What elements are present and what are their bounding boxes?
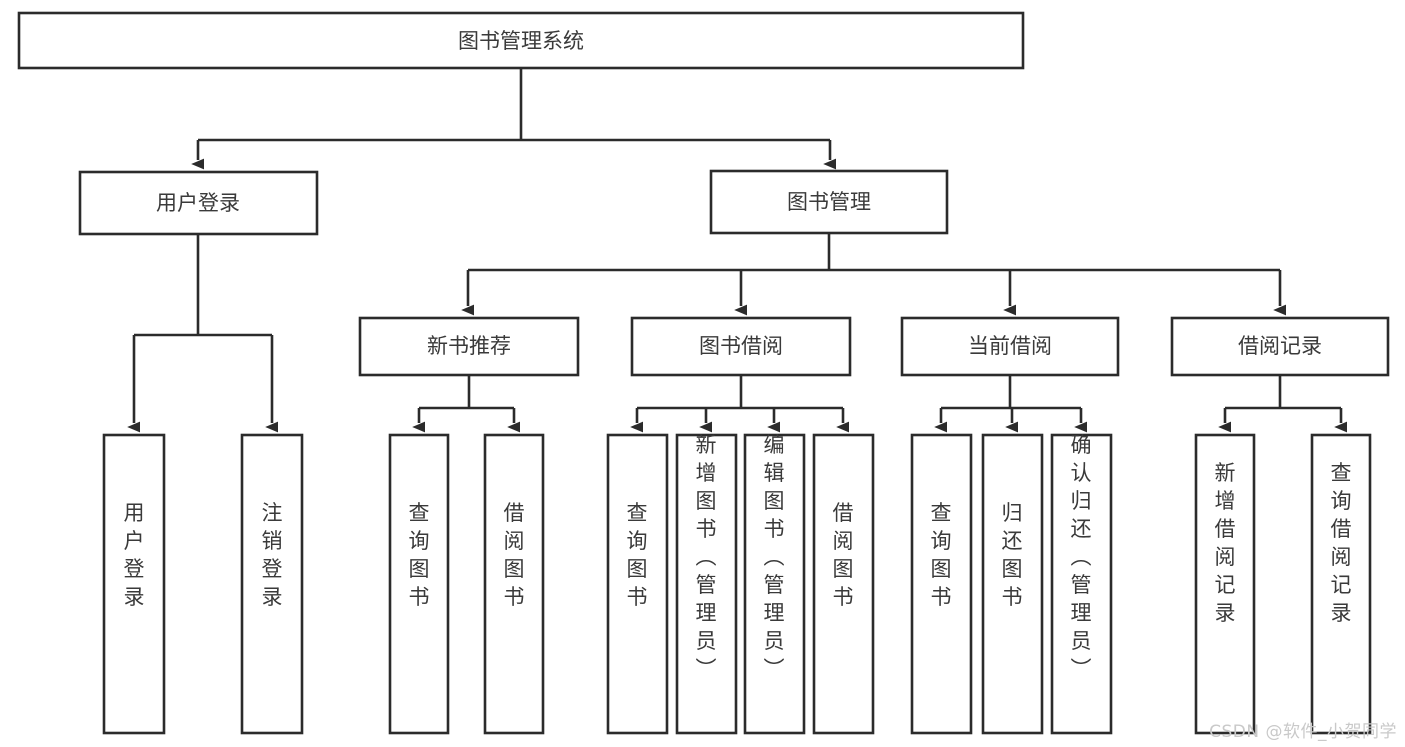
leaf-records-query-record[interactable]: 查询借阅记录 [1310, 433, 1372, 735]
leaf-recommend-borrow-book[interactable]: 借阅图书 [483, 433, 545, 735]
node-borrow-records[interactable]: 借阅记录 [1170, 316, 1390, 377]
leaf-current-query-book[interactable]: 查询图书 [910, 433, 973, 735]
node-root-label: 图书管理系统 [458, 29, 584, 53]
node-current-borrow[interactable]: 当前借阅 [900, 316, 1120, 377]
node-new-book-recommend-label: 新书推荐 [427, 334, 511, 358]
node-new-book-recommend[interactable]: 新书推荐 [358, 316, 580, 377]
leaf-logout-label: 注销登录 [262, 501, 283, 609]
node-book-borrow-label: 图书借阅 [699, 334, 783, 358]
leaf-current-confirm-return-label: 确认归还︵管理员︶ [1071, 433, 1092, 681]
leaf-recommend-borrow-book-label: 借阅图书 [504, 501, 525, 609]
node-new-book-recommend-box[interactable] [358, 316, 580, 377]
leaf-borrow-borrow-book-box[interactable] [812, 433, 875, 735]
leaf-user-login-box[interactable] [102, 433, 166, 735]
leaf-user-login[interactable]: 用户登录 [102, 433, 166, 735]
node-current-borrow-box[interactable] [900, 316, 1120, 377]
leaf-borrow-borrow-book-label: 借阅图书 [833, 501, 854, 609]
watermark-csdn: CSDN @软件_小贺同学 [1209, 722, 1397, 742]
node-borrow-records-label: 借阅记录 [1238, 334, 1322, 358]
leaf-borrow-query-book-box[interactable] [606, 433, 669, 735]
edge-root-to-level1 [191, 68, 837, 170]
leaf-borrow-add-book-box[interactable] [675, 433, 738, 735]
node-user-login[interactable]: 用户登录 [78, 170, 319, 236]
node-root[interactable]: 图书管理系统 [17, 11, 1025, 70]
node-book-management[interactable]: 图书管理 [709, 169, 949, 235]
leaf-borrow-query-book[interactable]: 查询图书 [606, 433, 669, 735]
leaf-records-query-record-label: 查询借阅记录 [1331, 461, 1352, 625]
leaf-borrow-borrow-book[interactable]: 借阅图书 [812, 433, 875, 735]
leaf-records-add-record-label: 新增借阅记录 [1215, 461, 1236, 625]
leaf-current-query-book-box[interactable] [910, 433, 973, 735]
edge-borrow-records-to-leaves [1218, 375, 1348, 433]
leaf-recommend-query-book-box[interactable] [388, 433, 450, 735]
leaf-current-confirm-return-box[interactable] [1050, 433, 1113, 735]
leaf-borrow-add-book-label: 新增图书︵管理员︶ [696, 433, 717, 681]
leaf-current-return-book-label: 归还图书 [1002, 501, 1023, 609]
leaf-logout[interactable]: 注销登录 [240, 433, 304, 735]
leaf-borrow-edit-book[interactable]: 编辑图书︵管理员︶ [743, 433, 806, 735]
leaf-records-add-record-box[interactable] [1194, 433, 1256, 735]
node-user-login-label: 用户登录 [156, 191, 240, 215]
leaf-records-query-record-box[interactable] [1310, 433, 1372, 735]
edge-book-borrow-to-leaves [630, 375, 850, 433]
edge-current-borrow-to-leaves [934, 375, 1088, 433]
edge-book-management-to-level2 [461, 233, 1287, 316]
leaf-current-return-book[interactable]: 归还图书 [981, 433, 1044, 735]
node-book-borrow[interactable]: 图书借阅 [630, 316, 852, 377]
node-root-box[interactable] [17, 11, 1025, 70]
leaf-borrow-edit-book-label: 编辑图书︵管理员︶ [764, 433, 785, 681]
leaf-borrow-edit-book-box[interactable] [743, 433, 806, 735]
leaf-current-return-book-box[interactable] [981, 433, 1044, 735]
leaf-recommend-borrow-book-box[interactable] [483, 433, 545, 735]
leaf-current-confirm-return[interactable]: 确认归还︵管理员︶ [1050, 433, 1113, 735]
leaf-borrow-query-book-label: 查询图书 [627, 501, 648, 609]
leaf-recommend-query-book-label: 查询图书 [409, 501, 430, 609]
leaf-current-query-book-label: 查询图书 [931, 501, 952, 609]
edge-new-book-recommend-to-leaves [412, 375, 521, 433]
edge-user-login-to-leaves [127, 234, 279, 433]
leaf-records-add-record[interactable]: 新增借阅记录 [1194, 433, 1256, 735]
leaf-borrow-add-book[interactable]: 新增图书︵管理员︶ [675, 433, 738, 735]
leaf-recommend-query-book[interactable]: 查询图书 [388, 433, 450, 735]
node-book-management-label: 图书管理 [787, 190, 871, 214]
node-current-borrow-label: 当前借阅 [968, 334, 1052, 358]
leaf-logout-box[interactable] [240, 433, 304, 735]
node-user-login-box[interactable] [78, 170, 319, 236]
leaf-user-login-label: 用户登录 [124, 501, 145, 609]
